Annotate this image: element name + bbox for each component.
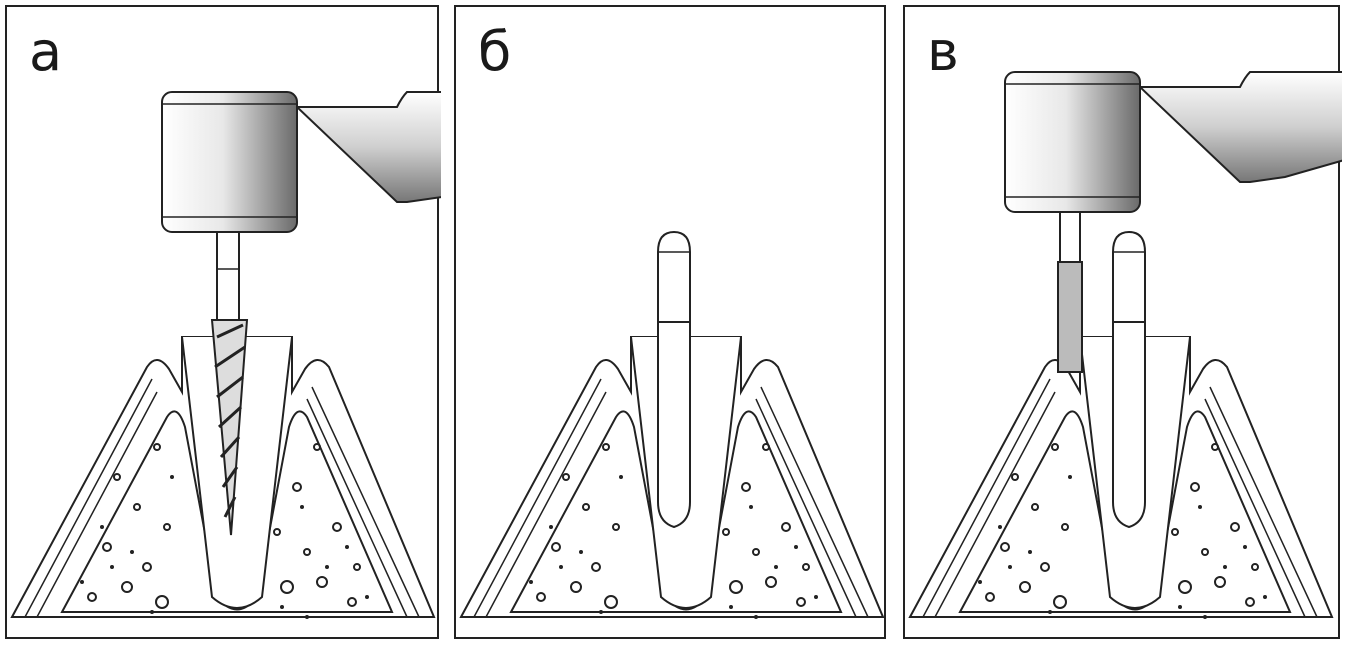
drilling-illustration bbox=[11, 91, 441, 620]
panel-c: в bbox=[903, 5, 1342, 639]
drill-bur bbox=[210, 319, 249, 536]
root-post bbox=[657, 231, 691, 528]
panel-label: а bbox=[29, 20, 63, 83]
panel-label: б bbox=[478, 20, 512, 83]
dental-handpiece bbox=[161, 91, 441, 233]
cylindrical-bur bbox=[1057, 261, 1083, 373]
panel-label: в bbox=[927, 20, 959, 83]
panel-a: а bbox=[5, 5, 441, 639]
bur-shaft bbox=[1059, 211, 1081, 263]
dental-handpiece bbox=[1004, 71, 1342, 213]
panel-b: б bbox=[454, 5, 886, 639]
root-post bbox=[1112, 231, 1146, 528]
bur-shaft bbox=[216, 231, 240, 321]
post-insertion-illustration bbox=[460, 231, 884, 620]
root-preparation-illustration bbox=[909, 71, 1342, 620]
